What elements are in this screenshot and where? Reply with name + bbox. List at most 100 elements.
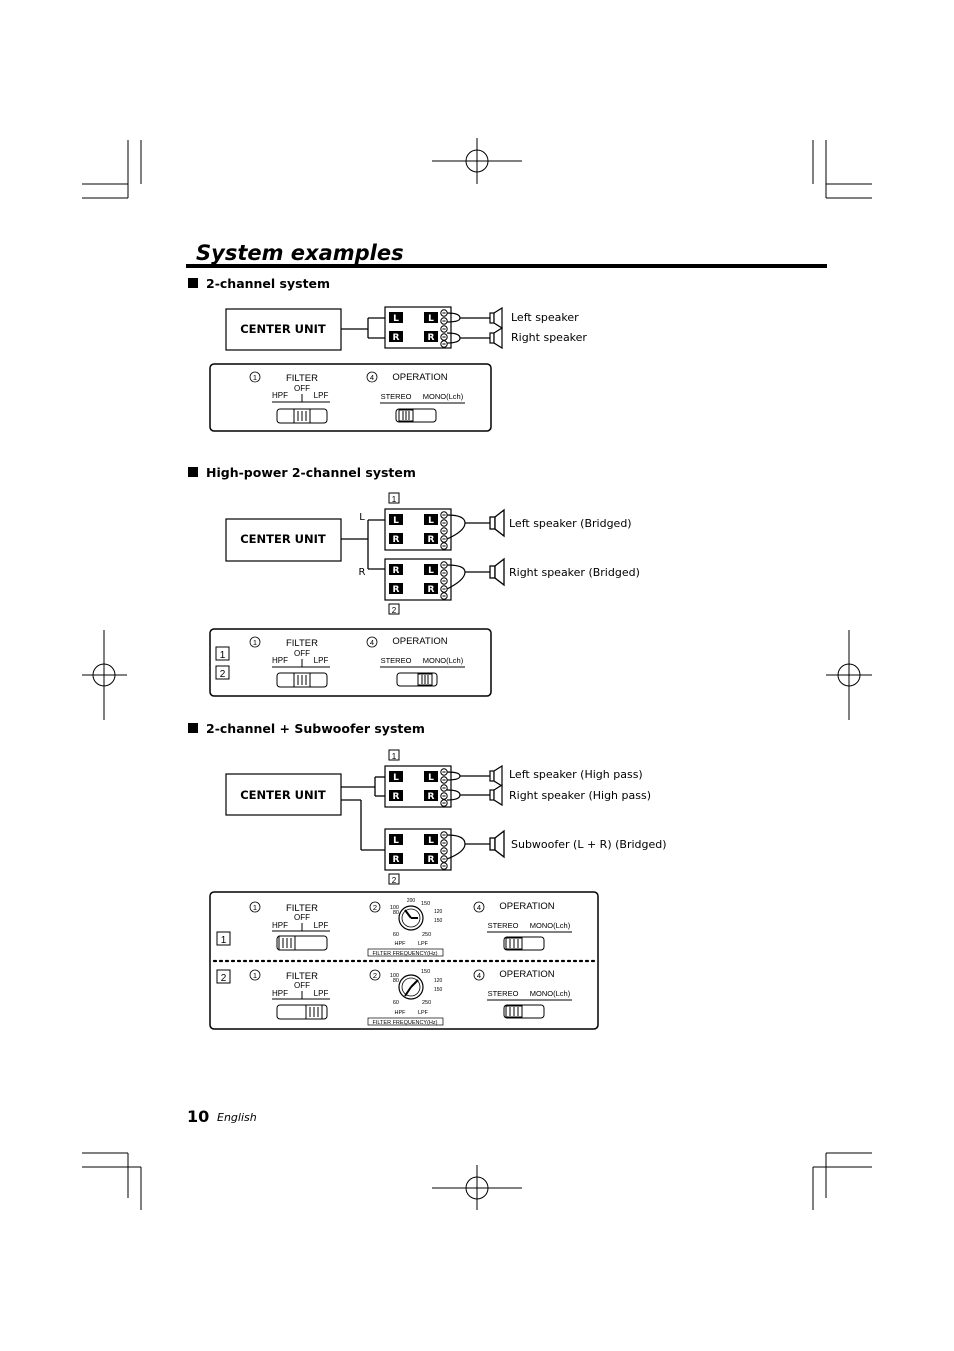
amplifier-unit: L L R R (384, 306, 452, 349)
svg-text:LPF: LPF (314, 656, 329, 665)
heading-bullet (188, 723, 198, 733)
svg-text:LPF: LPF (418, 1010, 429, 1016)
amplifier-unit: R L R R (384, 558, 452, 601)
svg-text:L: L (428, 773, 434, 783)
svg-text:OFF: OFF (294, 913, 310, 922)
svg-text:R: R (428, 585, 435, 595)
svg-text:4: 4 (477, 903, 481, 912)
svg-text:OFF: OFF (294, 981, 310, 990)
svg-text:R: R (428, 333, 435, 343)
svg-text:L: L (393, 314, 399, 324)
svg-text:OFF: OFF (294, 649, 310, 658)
amplifier-unit: L L R R (384, 765, 452, 808)
rca-cable (341, 776, 386, 851)
svg-text:R: R (428, 535, 435, 545)
speaker-label: Left speaker (Bridged) (509, 517, 632, 530)
speaker-icon (489, 327, 503, 349)
svg-text:R: R (393, 855, 400, 865)
svg-text:FILTER FREQUENCY(Hz): FILTER FREQUENCY(Hz) (373, 1020, 438, 1026)
title-rule (186, 264, 827, 268)
speaker-wires (446, 312, 490, 344)
svg-text:FILTER FREQUENCY(Hz): FILTER FREQUENCY(Hz) (373, 951, 438, 957)
svg-text:MONO(Lch): MONO(Lch) (423, 392, 464, 401)
svg-text:120: 120 (434, 909, 443, 915)
rca-cable (341, 519, 386, 570)
svg-text:120: 120 (434, 978, 443, 984)
crop-marks (82, 140, 872, 1210)
svg-text:LPF: LPF (314, 391, 329, 400)
frequency-dial: 100 80 150 60 250 120 150 200 HPF LPF FI… (367, 898, 444, 957)
svg-text:OPERATION: OPERATION (499, 901, 554, 912)
registration-targets (82, 138, 872, 1210)
svg-text:100: 100 (390, 905, 399, 911)
frequency-dial: 100 80 150 60 250 120 150 HPF LPF FILTER… (367, 969, 444, 1026)
svg-text:R: R (393, 792, 400, 802)
svg-text:FILTER: FILTER (286, 638, 318, 649)
svg-text:80: 80 (393, 978, 399, 984)
svg-text:R: R (393, 585, 400, 595)
svg-text:MONO(Lch): MONO(Lch) (530, 989, 571, 998)
unit-number: 1 (392, 752, 397, 761)
svg-text:150: 150 (421, 969, 430, 975)
svg-text:1: 1 (253, 638, 257, 647)
center-unit-label: CENTER UNIT (240, 322, 326, 336)
svg-text:L: L (393, 516, 399, 526)
svg-text:FILTER: FILTER (286, 373, 318, 384)
svg-text:STEREO: STEREO (488, 989, 519, 998)
center-unit-box (225, 773, 342, 816)
page-number: 10 (187, 1107, 209, 1126)
svg-text:R: R (393, 566, 400, 576)
section-heading: 2-channel system (206, 276, 330, 291)
svg-text:60: 60 (393, 932, 399, 938)
center-unit-label: CENTER UNIT (240, 788, 326, 802)
svg-text:OPERATION: OPERATION (392, 636, 447, 647)
switch-panel: 1 2 1 FILTER OFF HPF LPF 4 OPERATION STE… (209, 628, 492, 697)
svg-text:L: L (393, 773, 399, 783)
svg-text:FILTER: FILTER (286, 903, 318, 914)
center-unit-label: CENTER UNIT (240, 532, 326, 546)
speaker-label: Subwoofer (L + R) (Bridged) (511, 838, 667, 851)
svg-text:LPF: LPF (314, 989, 329, 998)
speaker-icon (489, 307, 503, 329)
svg-text:R: R (428, 792, 435, 802)
unit-number: 1 (392, 495, 397, 504)
svg-text:OPERATION: OPERATION (499, 969, 554, 980)
speaker-icon (489, 784, 503, 806)
switch-panel-dual: 1 1 FILTER OFF HPF LPF 2 100 80 150 60 2… (209, 891, 599, 1030)
svg-text:1: 1 (221, 935, 227, 946)
speaker-label: Left speaker (511, 311, 579, 324)
svg-text:1: 1 (253, 971, 257, 980)
svg-text:LPF: LPF (314, 921, 329, 930)
svg-text:150: 150 (421, 901, 430, 907)
svg-text:MONO(Lch): MONO(Lch) (423, 656, 464, 665)
svg-text:4: 4 (477, 971, 481, 980)
svg-text:MONO(Lch): MONO(Lch) (530, 921, 571, 930)
language-label: English (217, 1111, 257, 1124)
switch-panel: 1 FILTER OFF HPF LPF 4 OPERATION STEREO … (209, 363, 492, 432)
speaker-label: Right speaker (Bridged) (509, 566, 640, 579)
svg-text:150: 150 (434, 987, 443, 993)
svg-text:STEREO: STEREO (488, 921, 519, 930)
svg-text:L: L (428, 314, 434, 324)
speaker-wires (446, 514, 490, 590)
svg-text:L: L (393, 836, 399, 846)
amplifier-unit: L L R R (384, 828, 452, 871)
svg-text:250: 250 (422, 1000, 431, 1006)
section-heading: High-power 2-channel system (206, 465, 416, 480)
section-heading: 2-channel + Subwoofer system (206, 721, 425, 736)
svg-text:STEREO: STEREO (381, 656, 412, 665)
rca-cable (341, 317, 386, 339)
svg-text:HPF: HPF (272, 656, 288, 665)
svg-text:1: 1 (253, 373, 257, 382)
svg-text:2: 2 (220, 669, 226, 680)
svg-text:60: 60 (393, 1000, 399, 1006)
svg-text:150: 150 (434, 918, 443, 924)
speaker-label: Right speaker (High pass) (509, 789, 651, 802)
side-label: L (359, 512, 365, 523)
speaker-label: Right speaker (511, 331, 587, 344)
svg-text:4: 4 (370, 638, 374, 647)
svg-text:L: L (428, 516, 434, 526)
svg-text:STEREO: STEREO (381, 392, 412, 401)
svg-text:L: L (428, 566, 434, 576)
svg-text:200: 200 (407, 898, 416, 904)
